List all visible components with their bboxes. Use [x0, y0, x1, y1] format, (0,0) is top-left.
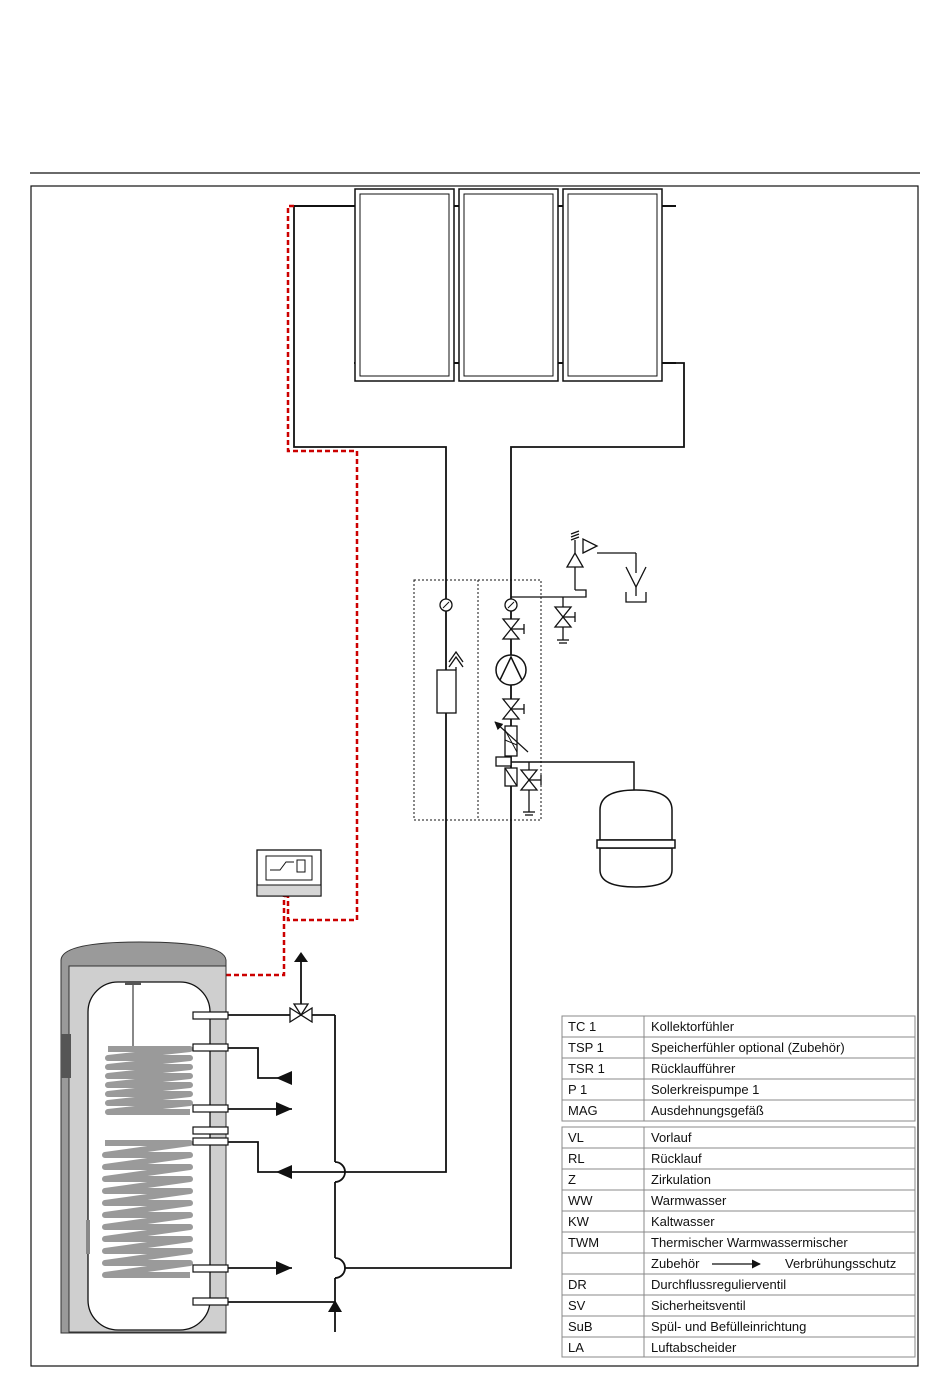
- legend-description: Solerkreispumpe 1: [651, 1082, 759, 1097]
- legend-code: MAG: [568, 1103, 598, 1118]
- valve-icon: [501, 618, 525, 640]
- legend-code: TSP 1: [568, 1040, 604, 1055]
- legend-code: DR: [568, 1277, 587, 1292]
- legend-description: Durchflussregulierventil: [651, 1277, 786, 1292]
- legend-description: Kaltwasser: [651, 1214, 715, 1229]
- legend-code: LA: [568, 1340, 584, 1355]
- legend-description: Speicherfühler optional (Zubehör): [651, 1040, 845, 1055]
- mixer-valve-icon: [289, 1003, 313, 1024]
- legend-description: Kollektorfühler: [651, 1019, 735, 1034]
- legend-code: SV: [568, 1298, 586, 1313]
- legend-description: Ausdehnungsgefäß: [651, 1103, 764, 1118]
- fill-valve-icon: [519, 762, 542, 816]
- legend-code: KW: [568, 1214, 590, 1229]
- legend-description: Spül- und Befülleinrichtung: [651, 1319, 806, 1334]
- legend-description: Rücklaufführer: [651, 1061, 736, 1076]
- diagram-frame: [30, 185, 919, 1367]
- legend-description: Zirkulation: [651, 1172, 711, 1187]
- legend-description: Luftabscheider: [651, 1340, 737, 1355]
- legend-table: TC 1 Kollektorfühler TSP 1 Speicherfühle…: [561, 1015, 916, 1358]
- legend-description: Warmwasser: [651, 1193, 727, 1208]
- legend-code: TSR 1: [568, 1061, 605, 1076]
- legend-code: RL: [568, 1151, 585, 1166]
- valve-icon: [501, 698, 525, 720]
- legend-code: WW: [568, 1193, 593, 1208]
- legend-code: P 1: [568, 1082, 587, 1097]
- legend-code: TC 1: [568, 1019, 596, 1034]
- legend-code: TWM: [568, 1235, 599, 1250]
- legend-description: Rücklauf: [651, 1151, 702, 1166]
- legend-code: Z: [568, 1172, 576, 1187]
- legend-code: SuB: [568, 1319, 593, 1334]
- legend-description: Sicherheitsventil: [651, 1298, 746, 1313]
- tank-piping: [228, 962, 346, 1332]
- collector-piping: [292, 206, 685, 1269]
- controller-icon: [256, 849, 322, 897]
- pump-icon: [495, 654, 527, 686]
- legend-description: Vorlauf: [651, 1130, 692, 1145]
- arrow-icon: [276, 952, 342, 1312]
- pump-station: [413, 579, 542, 821]
- sensor-wire: [286, 204, 359, 922]
- funnel-icon: [625, 566, 647, 603]
- expansion-vessel-icon: [511, 761, 676, 888]
- legend-code: VL: [568, 1130, 584, 1145]
- solar-collector-icon: [294, 188, 676, 382]
- storage-tank-icon: [60, 941, 229, 1334]
- safety-valve-group: [511, 530, 637, 644]
- air-separator-icon: [436, 669, 457, 714]
- scald-protection-label: Verbrühungsschutz: [785, 1256, 896, 1271]
- legend-description: Thermischer Warmwassermischer: [651, 1235, 848, 1250]
- accessory-label: Zubehör: [651, 1256, 700, 1271]
- flow-regulator-icon: [494, 721, 529, 757]
